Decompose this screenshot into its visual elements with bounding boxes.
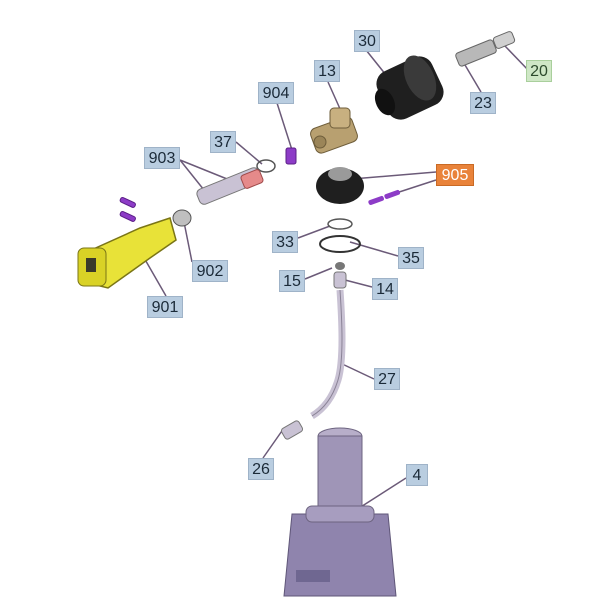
- bottle-4: [283, 427, 397, 597]
- ring-902: [172, 209, 192, 227]
- washer-15: [335, 262, 345, 270]
- callout-20: 20: [526, 60, 552, 82]
- callout-15: 15: [279, 270, 305, 292]
- callout-26: 26: [248, 458, 274, 480]
- callout-23: 23: [470, 92, 496, 114]
- tube-27: [310, 289, 346, 420]
- callout-35: 35: [398, 247, 424, 269]
- callout-33: 33: [272, 231, 298, 253]
- callout-4: 4: [406, 464, 428, 486]
- fitting-23: [455, 31, 516, 67]
- pins-purple-left: [119, 196, 136, 222]
- callout-30: 30: [354, 30, 380, 52]
- callout-14: 14: [372, 278, 398, 300]
- callout-901: 901: [147, 296, 183, 318]
- nozzle-901: [77, 217, 177, 289]
- oring-37: [256, 159, 276, 173]
- cap-905: [316, 167, 400, 205]
- callout-903: 903: [144, 147, 180, 169]
- oring-35: [319, 235, 361, 253]
- callout-37: 37: [210, 131, 236, 153]
- pin-904: [285, 147, 297, 165]
- callout-902: 902: [192, 260, 228, 282]
- insert-903: [196, 167, 264, 205]
- filter-26: [280, 420, 304, 440]
- callout-904: 904: [258, 82, 294, 104]
- valve-13: [310, 107, 358, 154]
- leader-lines: [142, 45, 531, 511]
- oring-33: [327, 218, 353, 230]
- cap-30: [374, 55, 444, 120]
- callout-27: 27: [374, 368, 400, 390]
- callout-905: 905: [436, 164, 474, 186]
- nipple-14: [333, 271, 347, 289]
- callout-13: 13: [314, 60, 340, 82]
